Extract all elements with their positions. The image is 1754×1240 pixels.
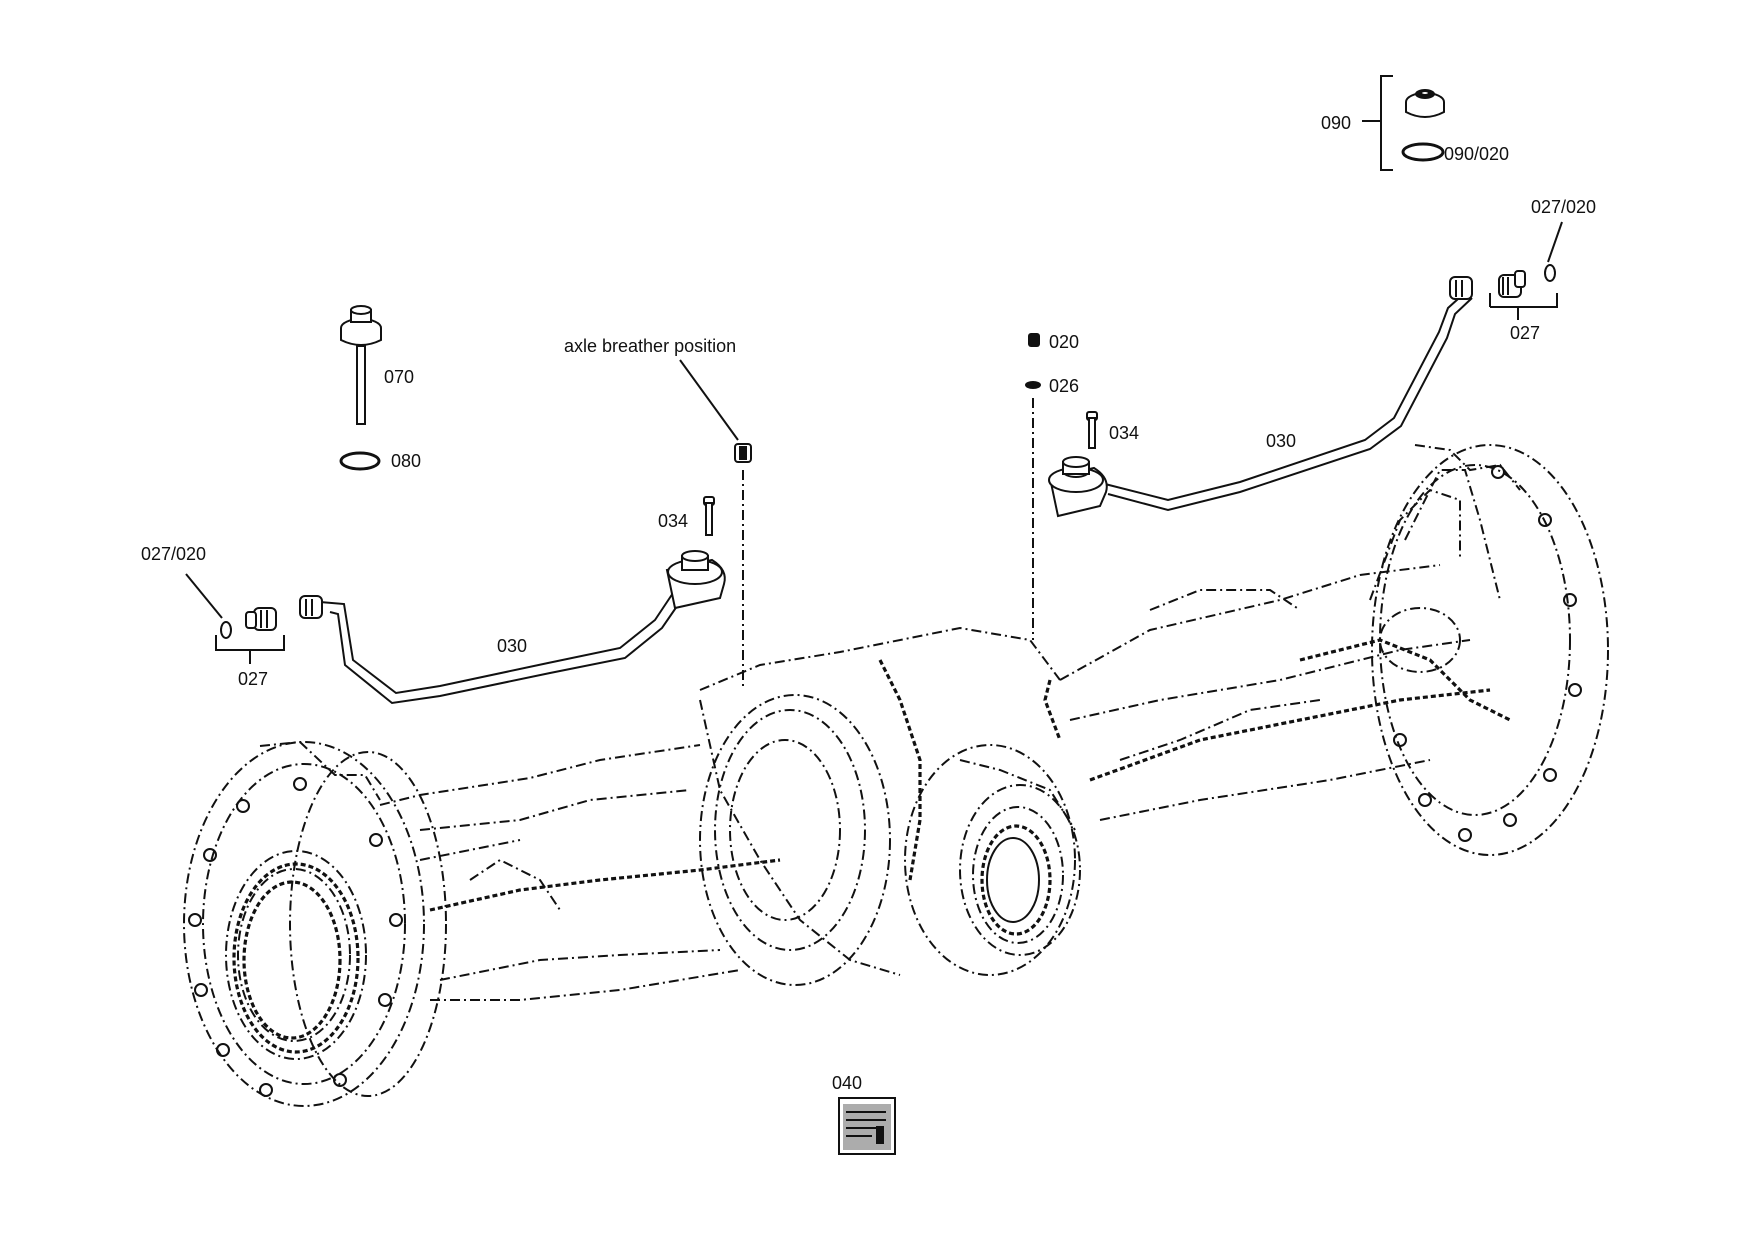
right-flange-bolt-holes	[1393, 465, 1582, 842]
part-027-left-fitting	[245, 607, 277, 631]
part-080-seal	[339, 451, 381, 471]
part-020-plug	[1028, 333, 1040, 347]
bracket-027-right	[1489, 293, 1558, 320]
callout-090-020: 090/020	[1444, 144, 1509, 164]
callout-034-right: 034	[1109, 423, 1139, 443]
part-034-right-bolt	[1086, 411, 1098, 449]
leader-027-020-right	[1547, 221, 1563, 263]
part-040-plate	[838, 1097, 896, 1155]
callout-030-right: 030	[1266, 431, 1296, 451]
part-027-020-right-ring	[1544, 264, 1556, 282]
callout-027-right: 027	[1510, 323, 1540, 343]
part-034-left-bolt	[703, 496, 715, 536]
callout-020: 020	[1049, 332, 1079, 352]
axle-housing	[183, 444, 1609, 1107]
callout-040: 040	[832, 1073, 862, 1093]
callout-080: 080	[391, 451, 421, 471]
part-026-washer	[1025, 381, 1041, 389]
left-flange-bolt-holes	[188, 777, 403, 1097]
bracket-090	[1362, 75, 1393, 171]
callout-034-left: 034	[658, 511, 688, 531]
callout-030-left: 030	[497, 636, 527, 656]
part-030-right-pipe	[1048, 276, 1473, 518]
part-090-cap	[1405, 89, 1445, 118]
part-axle-breather	[734, 443, 752, 463]
bracket-027-left	[215, 635, 285, 664]
leader-axle-breather	[679, 359, 739, 441]
leader-027-020-left	[185, 573, 223, 619]
part-070-dipstick	[340, 305, 382, 425]
callout-027-left: 027	[238, 669, 268, 689]
part-027-right-fitting	[1498, 270, 1526, 298]
callout-027-020-left: 027/020	[141, 544, 206, 564]
part-030-left-pipe	[299, 550, 726, 705]
callout-026: 026	[1049, 376, 1079, 396]
axle-breather-label: axle breather position	[564, 336, 736, 356]
part-027-020-left-ring	[220, 621, 232, 639]
callout-027-020-right: 027/020	[1531, 197, 1596, 217]
callout-070: 070	[384, 367, 414, 387]
callout-090: 090	[1321, 113, 1351, 133]
part-090-020-oring	[1401, 142, 1445, 162]
